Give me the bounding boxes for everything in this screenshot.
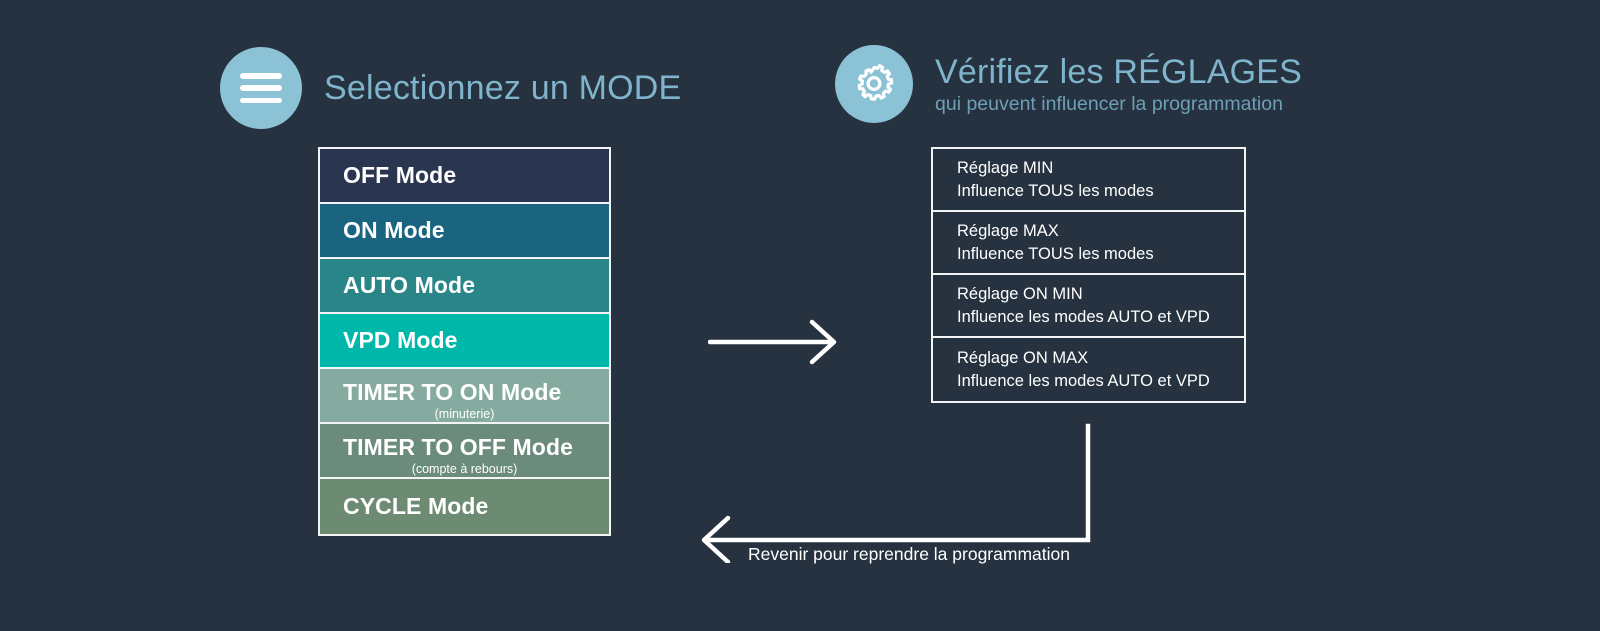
mode-row[interactable]: ON Mode: [320, 204, 609, 259]
setting-description: Influence TOUS les modes: [957, 181, 1154, 200]
setting-title: Réglage ON MAX: [957, 349, 1089, 368]
mode-row[interactable]: TIMER TO ON Mode(minuterie): [320, 369, 609, 424]
hamburger-bar-bottom: [240, 97, 282, 103]
settings-section-header: Vérifiez les RÉGLAGES qui peuvent influe…: [835, 45, 1302, 123]
setting-title: Réglage ON MIN: [957, 285, 1083, 304]
modes-section-header: Selectionnez un MODE: [220, 47, 681, 129]
hamburger-bars: [240, 73, 282, 103]
mode-row[interactable]: TIMER TO OFF Mode(compte à rebours): [320, 424, 609, 479]
arrow-right-icon: [707, 318, 838, 366]
settings-subtitle: qui peuvent influencer la programmation: [935, 92, 1283, 115]
mode-row[interactable]: CYCLE Mode: [320, 479, 609, 534]
hamburger-bar-middle: [240, 85, 282, 91]
mode-label: AUTO Mode: [343, 272, 476, 299]
mode-sublabel: (compte à rebours): [411, 461, 518, 476]
mode-label: CYCLE Mode: [343, 493, 489, 520]
modes-title: Selectionnez un MODE: [324, 68, 682, 107]
mode-sublabel: (minuterie): [434, 406, 495, 421]
setting-row[interactable]: Réglage ON MAX Influence les modes AUTO e…: [933, 338, 1244, 401]
setting-title: Réglage MIN: [957, 159, 1054, 178]
mode-row[interactable]: OFF Mode: [320, 149, 609, 204]
mode-label: OFF Mode: [343, 162, 457, 189]
setting-row[interactable]: Réglage ON MIN Influence les modes AUTO e…: [933, 275, 1244, 338]
setting-description: Influence TOUS les modes: [957, 244, 1154, 263]
setting-title: Réglage MAX: [957, 222, 1059, 241]
hamburger-menu-icon: [220, 47, 302, 129]
return-flow-path: [690, 418, 1110, 565]
settings-header-texts: Vérifiez les RÉGLAGES qui peuvent influe…: [935, 53, 1302, 116]
modes-header-texts: Selectionnez un MODE: [324, 69, 681, 107]
mode-row[interactable]: AUTO Mode: [320, 259, 609, 314]
setting-description: Influence les modes AUTO et VPD: [957, 307, 1210, 326]
mode-label: TIMER TO OFF Mode: [343, 434, 573, 461]
mode-label: VPD Mode: [343, 327, 458, 354]
setting-row[interactable]: Réglage MIN Influence TOUS les modes: [933, 149, 1244, 212]
gear-icon: [835, 45, 913, 123]
setting-description: Influence les modes AUTO et VPD: [957, 371, 1210, 390]
return-label: Revenir pour reprendre la programmation: [748, 544, 1070, 564]
setting-row[interactable]: Réglage MAX Influence TOUS les modes: [933, 212, 1244, 275]
hamburger-bar-top: [240, 73, 282, 79]
settings-title: Vérifiez les RÉGLAGES: [935, 52, 1302, 91]
arrow-left-icon: [701, 515, 731, 565]
mode-row[interactable]: VPD Mode: [320, 314, 609, 369]
mode-label: TIMER TO ON Mode: [343, 379, 562, 406]
mode-label: ON Mode: [343, 217, 445, 244]
